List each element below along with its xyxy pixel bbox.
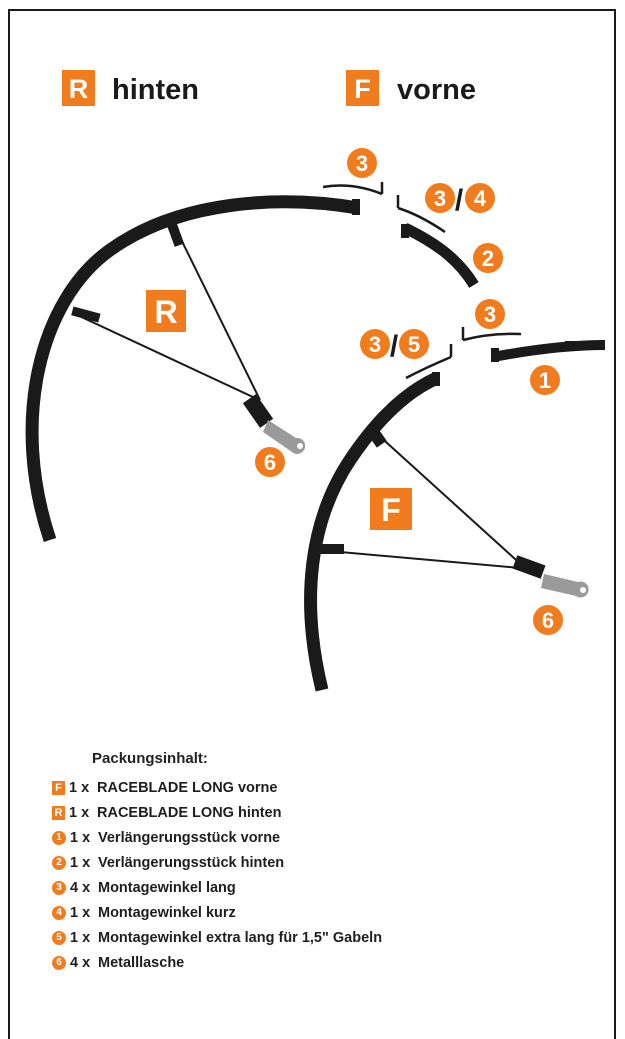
number-1-icon: 1 [52, 830, 66, 845]
svg-text:5: 5 [408, 332, 420, 357]
svg-text:F: F [354, 74, 371, 104]
svg-text:R: R [154, 294, 177, 330]
legend-qty: 1 x [70, 829, 91, 846]
legend-item-bracket-short: 4 1 x Montagewinkel kurz [52, 900, 382, 925]
callout-6-front: 6 [533, 605, 563, 635]
legend-title: Packungsinhalt: [92, 750, 208, 767]
svg-text:4: 4 [474, 186, 487, 211]
rear-badge-icon: R [52, 805, 65, 820]
number-6-icon: 6 [52, 955, 66, 970]
legend-item-rear-fender: R 1 x RACEBLADE LONG hinten [52, 800, 382, 825]
svg-text:3: 3 [484, 302, 496, 327]
legend-qty: 1 x [69, 779, 90, 796]
legend-list: F 1 x RACEBLADE LONG vorne R 1 x RACEBLA… [52, 775, 382, 975]
rear-header-badge: R [62, 70, 95, 106]
front-metal-strap [512, 555, 589, 598]
number-4-icon: 4 [52, 905, 66, 920]
svg-text:6: 6 [264, 450, 276, 475]
callout-6-rear: 6 [255, 447, 285, 477]
bracket-35 [405, 344, 453, 380]
legend-item-bracket-long: 3 4 x Montagewinkel lang [52, 875, 382, 900]
legend-item-extension-rear: 2 1 x Verlängerungsstück hinten [52, 850, 382, 875]
number-2-icon: 2 [52, 855, 66, 870]
callout-3-right: 3 [475, 299, 505, 329]
svg-text:3: 3 [356, 151, 368, 176]
rear-metal-strap [242, 394, 306, 454]
callout-3-5: 3 / 5 [360, 329, 429, 363]
front-header-label: vorne [397, 74, 476, 106]
bracket-34 [396, 195, 446, 234]
legend-text: Montagewinkel kurz [98, 904, 236, 921]
number-5-icon: 5 [52, 930, 66, 945]
legend-qty: 1 x [70, 904, 91, 921]
legend-qty: 1 x [69, 804, 90, 821]
svg-text:/: / [455, 184, 464, 217]
callout-1: 1 [530, 365, 560, 395]
svg-text:3: 3 [434, 186, 446, 211]
bracket-3-right [461, 327, 522, 342]
rear-fender [25, 195, 479, 543]
page-frame [8, 9, 616, 1039]
rear-fender-badge: R [146, 290, 186, 332]
legend-qty: 4 x [70, 954, 91, 971]
front-fender [304, 340, 606, 692]
legend-qty: 4 x [70, 879, 91, 896]
legend-text: RACEBLADE LONG hinten [97, 804, 282, 821]
svg-text:/: / [390, 330, 399, 363]
callout-2: 2 [473, 243, 503, 273]
svg-text:2: 2 [482, 246, 494, 271]
svg-text:1: 1 [539, 368, 551, 393]
front-fender-badge: F [370, 488, 412, 530]
legend-qty: 1 x [70, 854, 91, 871]
svg-text:3: 3 [369, 332, 381, 357]
legend-text: Montagewinkel extra lang für 1,5" Gabeln [98, 929, 383, 946]
front-header-badge: F [346, 70, 379, 106]
legend-qty: 1 x [70, 929, 91, 946]
legend-item-front-fender: F 1 x RACEBLADE LONG vorne [52, 775, 382, 800]
legend-item-metal-strap: 6 4 x Metalllasche [52, 950, 382, 975]
legend-text: Verlängerungsstück vorne [98, 829, 281, 846]
callout-3-top: 3 [347, 148, 377, 178]
legend-item-extension-front: 1 1 x Verlängerungsstück vorne [52, 825, 382, 850]
svg-text:F: F [381, 492, 401, 528]
legend-text: RACEBLADE LONG vorne [97, 779, 278, 796]
legend-item-bracket-extra-long: 5 1 x Montagewinkel extra lang für 1,5" … [52, 925, 382, 950]
rear-header-label: hinten [112, 74, 199, 106]
svg-text:R: R [69, 74, 89, 104]
number-3-icon: 3 [52, 880, 66, 895]
callout-3-4: 3 / 4 [425, 183, 495, 217]
legend-text: Montagewinkel lang [98, 879, 236, 896]
legend-text: Verlängerungsstück hinten [98, 854, 285, 871]
bracket-3-top [322, 182, 384, 196]
legend-text: Metalllasche [98, 954, 185, 971]
front-badge-icon: F [52, 780, 65, 795]
svg-text:6: 6 [542, 608, 554, 633]
